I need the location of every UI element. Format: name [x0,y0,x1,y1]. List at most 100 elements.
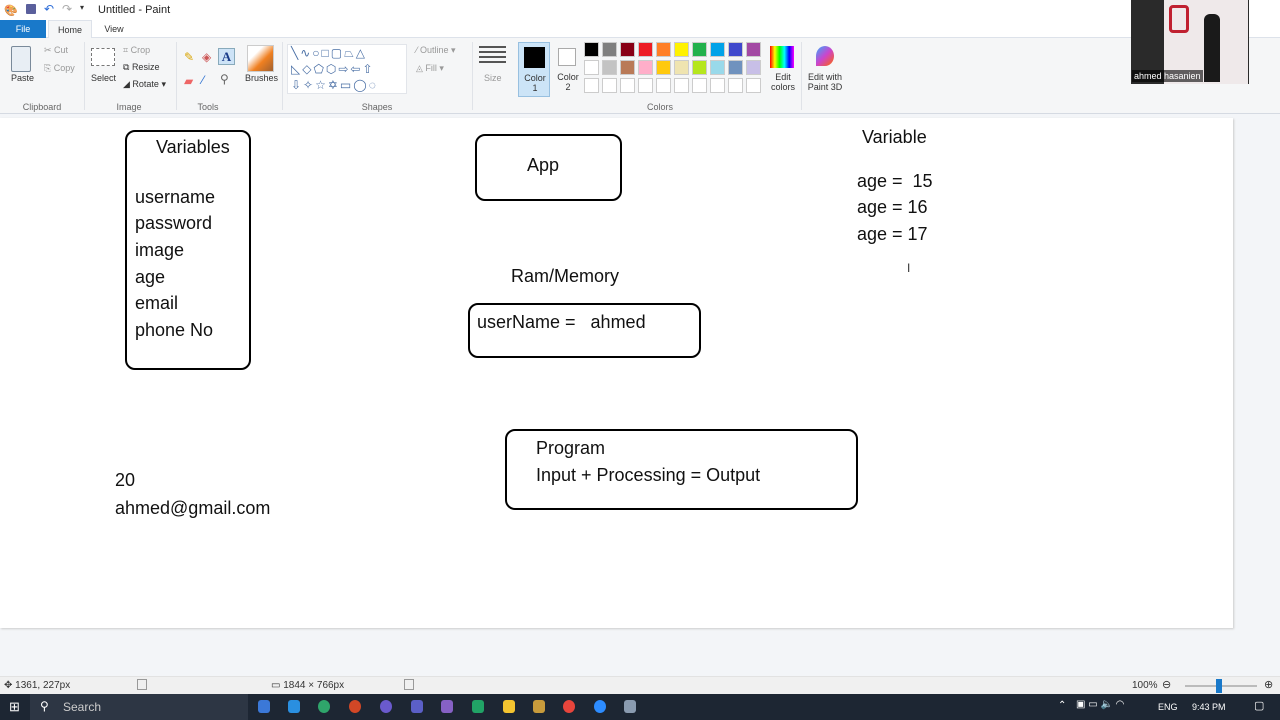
fill-button[interactable]: ◬ Fill ▾ [416,63,444,73]
magnifier-icon[interactable]: ⚲ [220,72,229,86]
color-swatch[interactable] [692,60,707,75]
visual-studio-icon[interactable] [441,700,453,713]
zoom-level: 100% [1132,680,1158,691]
shapes-gallery[interactable]: ╲∿○□▢⏢△◺◇⬠⬡⇨⇦⇧⇩✧☆✡▭◯◌ [287,44,407,94]
clock[interactable]: 9:43 PM [1192,702,1226,712]
undo-icon[interactable]: ↶ [44,2,55,16]
color-swatch[interactable] [620,78,635,93]
rotate-button[interactable]: ◢ Rotate ▾ [123,79,166,89]
edit-colors-button[interactable]: Edit colors [770,72,795,92]
color-swatch[interactable] [656,42,671,57]
color2-swatch [558,48,576,66]
notifications-icon[interactable]: ▢ [1254,700,1265,712]
powerpoint-icon[interactable] [349,700,361,713]
resize-button[interactable]: ⧉ Resize [123,62,160,72]
app-icon[interactable] [533,700,545,713]
color2-button[interactable]: Color 2 [552,42,584,97]
color-swatch[interactable] [692,42,707,57]
file-size-icon [404,679,414,690]
zoom-icon[interactable] [594,700,606,713]
edge-icon[interactable] [318,700,330,713]
customize-qat-icon[interactable]: ▾ [80,3,85,12]
zoom-in-button[interactable]: ⊕ [1264,679,1274,691]
clipboard-group-label: Clipboard [22,102,62,112]
color-swatch[interactable] [710,42,725,57]
redo-icon[interactable]: ↷ [62,2,73,16]
app-icon[interactable] [380,700,392,713]
paint3d-icon[interactable] [816,46,834,66]
variables-box [125,130,251,370]
color-swatch[interactable] [584,60,599,75]
color-swatch[interactable] [602,42,617,57]
vscode-icon[interactable] [288,700,300,713]
search-box[interactable]: ⚲ Search [30,694,248,720]
select-button[interactable]: Select [91,73,117,83]
window-title: Untitled - Paint [98,4,171,16]
color-swatch[interactable] [674,78,689,93]
webcam-overlay: ahmed hasanien [1131,0,1249,84]
chrome-icon[interactable] [563,700,575,713]
drawing-canvas[interactable]: Variables username password image age em… [0,118,1233,628]
outline-button[interactable]: ⁄ Outline ▾ [416,45,456,55]
paste-icon[interactable] [11,46,31,72]
tray-icons[interactable]: ▣ ▭ 🔈 ◠ [1076,699,1125,710]
color-swatch[interactable] [638,60,653,75]
tab-file[interactable]: File [0,20,46,38]
email-text[interactable]: ahmed@gmail.com [115,498,271,518]
file-explorer-icon[interactable] [503,700,515,713]
select-icon[interactable] [91,48,115,66]
color-swatch[interactable] [674,42,689,57]
color-swatch[interactable] [728,42,743,57]
color-swatch[interactable] [728,60,743,75]
color-swatch[interactable] [746,42,761,57]
tab-view[interactable]: View [104,24,124,34]
color-swatch[interactable] [584,42,599,57]
copy-button[interactable]: ⎘ Copy [44,63,75,73]
color-swatch[interactable] [746,60,761,75]
paste-button[interactable]: Paste [11,73,35,83]
size-icon[interactable] [479,46,506,64]
pencil-icon[interactable]: ✎ [184,50,195,64]
teams-icon[interactable] [411,700,423,713]
crop-button[interactable]: ⌗ Crop [123,45,151,55]
color-swatch[interactable] [638,78,653,93]
ribbon: Paste ✂ Cut ⎘ Copy Clipboard Select ⌗ Cr… [0,38,1280,114]
color1-button[interactable]: Color 1 [518,42,550,97]
edit-colors-icon[interactable] [770,46,794,68]
color-swatch[interactable] [602,60,617,75]
color-swatch[interactable] [710,60,725,75]
store-icon[interactable] [258,700,270,713]
zoom-slider-thumb[interactable] [1216,679,1222,693]
brushes-button[interactable]: Brushes [245,73,279,83]
color-swatch[interactable] [656,78,671,93]
fill-bucket-icon[interactable]: ◈ [202,50,212,64]
color-swatch[interactable] [746,78,761,93]
edit-with-paint3d-button[interactable]: Edit with Paint 3D [807,72,843,92]
text-tool-icon[interactable]: A [218,48,235,65]
color-swatch[interactable] [620,42,635,57]
paint-taskbar-icon[interactable] [624,700,636,713]
color-swatch[interactable] [602,78,617,93]
windows-start-icon[interactable]: ⊞ [9,699,20,714]
size-button[interactable]: Size [484,73,502,83]
language-indicator[interactable]: ENG [1158,702,1178,712]
color-swatch[interactable] [728,78,743,93]
color-swatch[interactable] [656,60,671,75]
cut-button[interactable]: ✂ Cut [44,45,69,55]
crop-label: Crop [130,45,151,55]
color-swatch[interactable] [674,60,689,75]
brushes-icon[interactable] [247,45,274,72]
variable-item: image [135,240,185,260]
app-icon[interactable] [472,700,484,713]
eraser-icon[interactable]: ▰ [184,74,194,88]
tab-home[interactable]: Home [48,20,92,38]
color-swatch[interactable] [710,78,725,93]
color-swatch[interactable] [638,42,653,57]
color-swatch[interactable] [584,78,599,93]
show-hidden-icons[interactable]: ⌃ [1058,700,1067,711]
save-icon[interactable] [26,4,36,14]
color-swatch[interactable] [620,60,635,75]
color-swatch[interactable] [692,78,707,93]
zoom-out-button[interactable]: ⊖ [1162,679,1172,691]
color-picker-icon[interactable]: ⁄ [202,73,205,87]
